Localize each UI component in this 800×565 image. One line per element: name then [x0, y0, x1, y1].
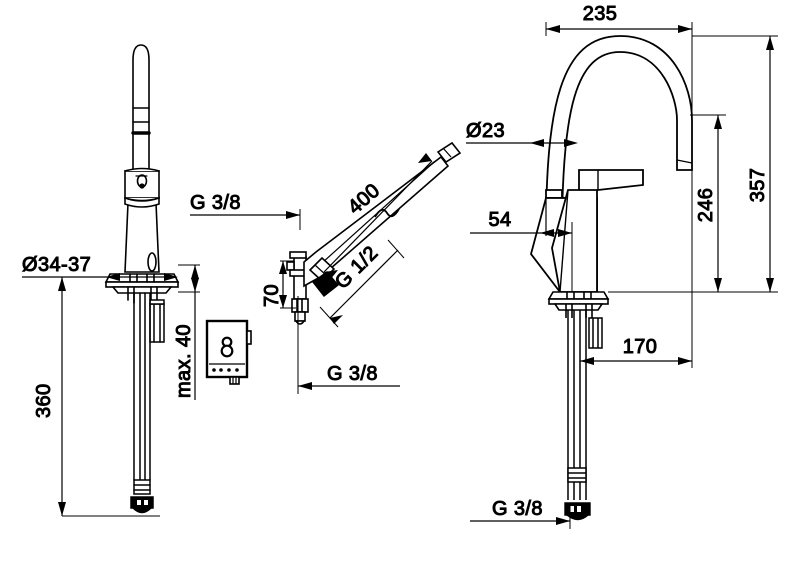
dim-label-diameter-mount: Ø34-37 [22, 254, 91, 276]
side-base-plate [547, 291, 610, 318]
dim-line-400 [323, 160, 433, 273]
dim-line-g12 [329, 249, 399, 319]
dim-label-g38-front: G 3/8 [190, 192, 241, 214]
side-view-dimensions: 235 Ø23 357 246 54 170 G [466, 3, 778, 529]
valve-body [286, 251, 309, 325]
front-spout-tube [131, 44, 151, 179]
power-box-shell [205, 319, 249, 379]
front-flex-hoses [133, 292, 151, 495]
side-flex-hoses [567, 310, 587, 500]
front-body [124, 196, 160, 273]
dim-label-70: 70 [261, 284, 283, 307]
power-box-figure8-icon [220, 336, 234, 358]
valve-dark-joint [311, 271, 340, 297]
dim-label-max40: max. 40 [173, 324, 195, 398]
front-view-dimensions: Ø34-37 360 max. 40 G 3/8 [22, 192, 301, 517]
front-view-group [104, 44, 180, 514]
power-box-terminal-dots [212, 368, 239, 372]
front-cable-clip [149, 299, 165, 343]
dim-label-246: 246 [695, 188, 717, 223]
dim-label-54: 54 [488, 209, 511, 231]
valve-hose-end [436, 141, 462, 164]
side-view-group [530, 35, 693, 521]
arrow-dia-left [106, 273, 120, 281]
dim-label-235: 235 [583, 3, 618, 25]
power-box-cable-gland [229, 376, 240, 385]
dim-label-170: 170 [623, 336, 658, 358]
power-supply-box [205, 319, 252, 385]
angle-valve-group [286, 141, 462, 325]
dim-label-g38-side: G 3/8 [492, 498, 543, 520]
arrow-dia-right [164, 273, 178, 281]
dim-label-357: 357 [747, 168, 769, 203]
power-box-side-tab [246, 330, 252, 345]
dim-label-360: 360 [33, 383, 55, 418]
dim-label-dia23: Ø23 [466, 120, 505, 142]
side-cable-clip [588, 317, 603, 349]
hose-break-symbol [374, 208, 400, 218]
front-sensor-collar [124, 167, 160, 202]
side-hose-end-fittings [564, 502, 591, 521]
front-hose-end-fitting [130, 496, 154, 514]
dim-label-g38-valve: G 3/8 [327, 363, 378, 385]
